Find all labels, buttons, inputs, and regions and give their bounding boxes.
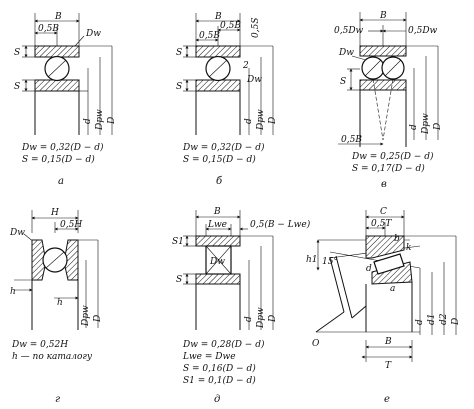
d-formula-1: Dw = 0,28(D − d) [182,339,265,350]
panel-v: B 0,5Dw 0,5Dw Dw S d Dpw D 0,5B Dw = 0,2… [334,11,443,190]
e-label-O: O [312,339,320,349]
e-label-angle: 15° [322,257,338,267]
d-label-d: d [244,316,254,322]
b-label-2: 2 [242,61,249,71]
g-formula-2: h — по каталогу [12,352,93,362]
a-label-Dw: Dw [85,29,101,39]
panel-b: B 0,5B 0,5B 0,5S 2 Dw S S d Dpw D Dw = 0… [176,12,278,187]
d-label-S1: S1 [172,237,184,247]
b-label-D: D [268,117,278,125]
a-outer-ring [34,45,80,58]
panel-g: H 0,5H Dw h h Dpw D Dw = 0,52H h — по ка… [9,208,103,405]
a-label-D: D [107,117,117,125]
v-label-halfDw1: 0,5Dw [334,26,364,36]
g-caption: г [55,394,60,405]
a-label-Dpw: Dpw [95,109,105,131]
e-label-h1: h1 [306,255,318,265]
v-formula-2: S = 0,17(D − d) [352,163,425,174]
e-label-C: C [380,207,387,217]
g-label-Dw: Dw [9,228,25,238]
d-label-S: S [176,275,182,285]
d-label-halfBL: 0,5(B − Lwe) [250,219,311,230]
a-caption: а [58,176,64,187]
b-label-S1: S [176,48,182,58]
g-label-h2: h [57,298,63,308]
g-label-halfH: 0,5H [60,220,82,230]
e-label-d1: d1 [427,314,437,326]
a-label-halfB: 0,5B [38,24,59,34]
b-label-B: B [214,12,222,22]
v-label-Dw: Dw [338,48,354,58]
e-label-halfT: 0,5T [371,219,392,229]
v-label-d: d [409,124,419,130]
b-label-Dpw: Dpw [256,109,266,131]
e-label-T: T [385,361,392,371]
panel-d: B Lwe 0,5(B − Lwe) Dw S1 S d Dpw D Dw = … [172,207,311,405]
b-label-halfB2: 0,5B [199,31,220,41]
e-label-b: b [394,234,400,244]
b-formula-1: Dw = 0,32(D − d) [182,142,265,153]
a-label-S2: S [14,82,20,92]
d-label-B: B [213,207,221,217]
d-label-D: D [268,315,278,323]
g-label-H: H [50,208,59,218]
d-caption: д [214,394,220,405]
v-label-Dpw: Dpw [421,113,431,135]
b-formula-2: S = 0,15(D − d) [183,154,256,165]
d-formula-3: S = 0,16(D − d) [183,363,256,374]
panel-a: B 0,5B Dw S S d Dpw D Dw = 0,32(D − d) [14,12,117,187]
a-formula-1: Dw = 0,32(D − d) [21,142,104,153]
b-label-Dw: Dw [246,75,262,85]
d-label-Dw: Dw [209,257,225,267]
e-roller [373,253,405,275]
v-formula-1: Dw = 0,25(D − d) [351,151,434,162]
g-label-Dpw: Dpw [81,305,91,327]
b-label-S2: S [176,82,182,92]
v-label-halfB: 0,5B [341,135,362,145]
v-label-D: D [433,123,443,131]
e-label-k: k [406,243,411,253]
a-formula-2: S = 0,15(D − d) [22,154,95,165]
v-label-halfDw2: 0,5Dw [408,26,438,36]
d-label-Lwe: Lwe [207,220,227,230]
b-outer-ring [195,45,241,58]
e-label-d: d [415,319,425,325]
b-label-d: d [244,118,254,124]
b-inner-ring [195,79,241,92]
v-inner-ring [359,79,407,91]
v-outer-ring [359,45,407,57]
b-label-halfS: 0,5S [251,18,261,38]
d-label-Dpw: Dpw [256,307,266,329]
v-label-B: B [379,11,387,21]
panel-e: C 0,5T h1 15° d b k a O d d1 [306,207,461,405]
e-label-B: B [384,337,392,347]
v-caption: в [381,179,387,190]
d-inner-ring [195,273,241,285]
d-formula-4: S1 = 0,1(D − d) [183,375,256,386]
g-formula-1: Dw = 0,52H [11,340,68,350]
e-label-a: a [390,284,395,294]
b-label-halfB1: 0,5B [220,21,241,31]
a-inner-ring [34,79,80,92]
a-label-d: d [83,118,93,124]
g-left-washer [31,239,47,281]
e-label-a-small: d [366,264,372,274]
v-label-S: S [340,77,346,87]
g-right-washer [63,239,79,281]
a-label-S1: S [14,48,20,58]
e-label-D: D [451,318,461,326]
d-formula-2: Lwe = Dwe [182,352,236,362]
g-label-h1: h [10,287,16,297]
e-label-d2: d2 [439,313,449,325]
d-outer-ring [195,235,241,247]
a-label-B: B [54,12,62,22]
g-label-D: D [93,315,103,323]
b-caption: б [216,176,223,187]
e-outer-cup [365,235,405,259]
e-caption: е [384,394,390,405]
